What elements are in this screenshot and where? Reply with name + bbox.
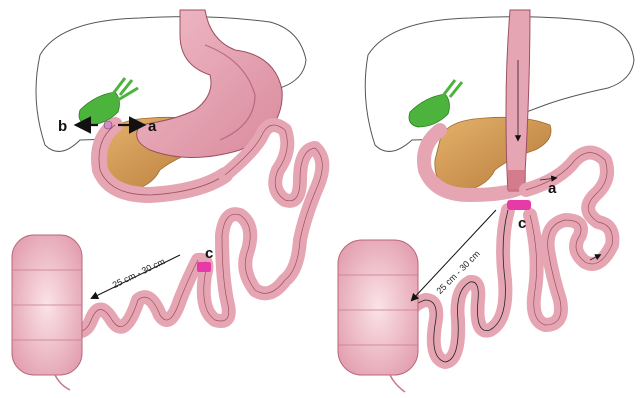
colon (12, 235, 82, 390)
ileum-coils-right (405, 210, 508, 362)
label-a-left: a (148, 118, 157, 135)
colon-right (338, 240, 418, 392)
staple-c-left (197, 262, 211, 272)
label-b-left: b (58, 118, 67, 135)
right-panel: a c 25 cm - 30 cm (338, 10, 634, 392)
label-a-right: a (548, 180, 557, 197)
staple-c-right (507, 200, 531, 210)
left-panel: b a c 25 cm - 30 cm (12, 10, 322, 390)
measurement-label-left: 25 cm - 30 cm (111, 256, 167, 290)
jejunum-coils-right (526, 153, 612, 326)
label-c-right: c (518, 215, 526, 232)
label-c-left: c (205, 245, 213, 262)
